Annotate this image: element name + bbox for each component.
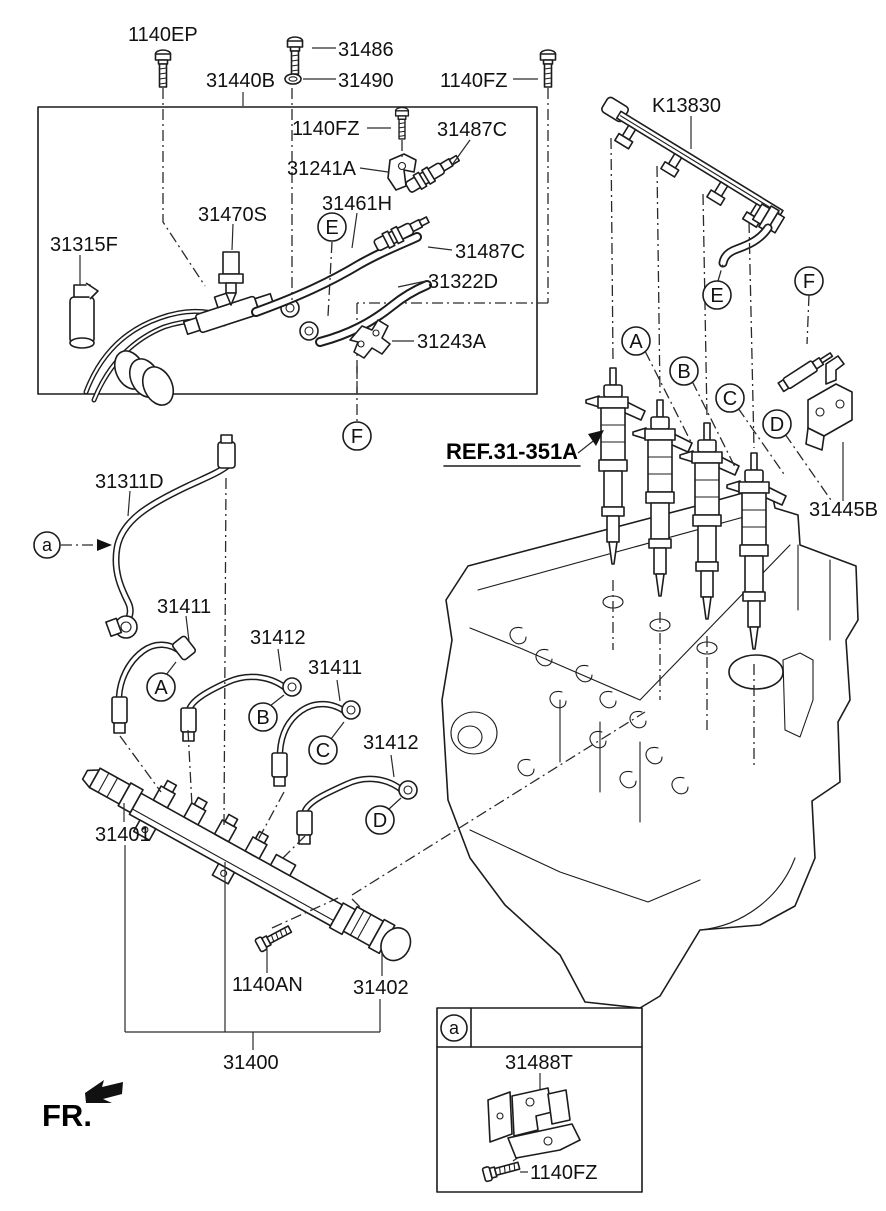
- label-1140fz-inner: 1140FZ: [292, 118, 359, 140]
- callout-d-mid-letter: D: [373, 810, 387, 832]
- group-bracket-31400: [124, 845, 381, 1050]
- callout-e-box: E: [317, 212, 347, 242]
- callout-f-right-letter: F: [803, 271, 815, 293]
- callout-b-right: B: [669, 356, 699, 386]
- pipe-31412-d: [296, 775, 418, 845]
- label-31486: 31486: [338, 39, 394, 61]
- label-31470s: 31470S: [198, 204, 267, 226]
- label-31411-c: 31411: [308, 657, 362, 679]
- glow-plug-rail-k13830: [601, 96, 786, 268]
- fuel-rail-31400: [81, 767, 364, 937]
- hose-31461h: [251, 232, 422, 317]
- callout-f-box: F: [342, 421, 372, 451]
- glow-plug: [777, 352, 834, 393]
- hose-31322d: [315, 280, 432, 347]
- callout-a-right: A: [621, 326, 651, 356]
- bolt-1140ep: [154, 49, 172, 88]
- label-31440b: 31440B: [206, 70, 275, 92]
- label-31412-b: 31412: [250, 627, 306, 649]
- label-31401: 31401: [95, 824, 151, 846]
- callout-d-mid: D: [365, 805, 395, 835]
- callout-a-small-legend: a: [440, 1014, 468, 1042]
- callout-b-right-letter: B: [677, 361, 690, 383]
- label-ref-31-351a: REF.31-351A: [446, 439, 578, 464]
- bracket-31445b: [805, 355, 853, 451]
- callout-a-small-pointer: a: [33, 531, 61, 559]
- label-31402: 31402: [353, 977, 409, 999]
- label-31243a: 31243A: [417, 331, 487, 353]
- callout-c-mid-letter: C: [316, 740, 330, 762]
- callout-f-box-letter: F: [351, 426, 363, 448]
- label-31487c-lower: 31487C: [455, 241, 525, 263]
- label-31487c-upper: 31487C: [437, 119, 507, 141]
- washer-31490: [284, 73, 302, 85]
- engine-block: [441, 488, 859, 1009]
- label-31241a: 31241A: [287, 158, 357, 180]
- pipe-31411-a: [111, 635, 197, 734]
- callout-f-right: F: [794, 266, 824, 296]
- bracket-31243a: [349, 319, 391, 359]
- label-31315f: 31315F: [50, 234, 118, 256]
- front-direction-arrow: [85, 1080, 123, 1103]
- callout-d-right: D: [762, 409, 792, 439]
- callout-c-right: C: [715, 383, 745, 413]
- callout-c-mid: C: [308, 735, 338, 765]
- callout-a-right-letter: A: [629, 331, 643, 353]
- bolt-1140fz-top-right: [539, 49, 557, 88]
- label-fr: FR.: [42, 1098, 92, 1133]
- bolt-1140fz-inner: [394, 106, 410, 140]
- regulator-31402: [342, 905, 412, 962]
- label-31400: 31400: [223, 1052, 279, 1074]
- injector-4: [726, 452, 787, 650]
- pipe-31311d: [105, 434, 236, 639]
- label-31488t: 31488T: [505, 1052, 573, 1074]
- callout-d-right-letter: D: [770, 414, 784, 436]
- label-31411-a: 31411: [157, 596, 211, 618]
- fuel-temp-sensor-31470s: [218, 251, 244, 306]
- label-31322d: 31322D: [428, 271, 498, 293]
- label-31445b: 31445B: [809, 499, 878, 521]
- label-31490: 31490: [338, 70, 394, 92]
- bolt-31486: [286, 36, 304, 75]
- callout-a-mid-letter: A: [154, 677, 168, 699]
- label-1140fz-top: 1140FZ: [440, 70, 507, 92]
- callout-a-small-legend-letter: a: [449, 1018, 460, 1038]
- label-1140ep: 1140EP: [128, 24, 198, 46]
- label-1140fz-legend: 1140FZ: [530, 1162, 597, 1184]
- bracket-31241a: [387, 153, 417, 191]
- bracket-31488t: [487, 1087, 581, 1159]
- callout-c-right-letter: C: [723, 388, 737, 410]
- callout-b-mid: B: [248, 702, 278, 732]
- callout-b-mid-letter: B: [256, 707, 269, 729]
- label-31412-d: 31412: [363, 732, 419, 754]
- pointer-arrows: [97, 430, 604, 551]
- callout-circles: E F A B C D E F: [33, 212, 824, 1042]
- leader-lines: [79, 47, 844, 1173]
- callout-e-box-letter: E: [325, 217, 338, 239]
- legend-box: [436, 1007, 643, 1193]
- callout-a-small-pointer-letter: a: [42, 535, 53, 555]
- fuel-line-valve-31315f: [69, 282, 99, 349]
- callout-e-right-letter: E: [710, 285, 723, 307]
- label-31461h: 31461H: [322, 193, 392, 215]
- label-31311d: 31311D: [95, 471, 164, 493]
- injector-2: [632, 399, 693, 597]
- pipe-31412-b: [180, 673, 302, 742]
- part-labels: 1140EP 31440B 31486 31490 1140FZ K13830 …: [42, 24, 878, 1184]
- label-1140an: 1140AN: [232, 974, 303, 996]
- callout-e-right: E: [702, 280, 732, 310]
- injector-1: [585, 367, 646, 565]
- bolt-1140fz-legend: [481, 1158, 522, 1183]
- pipe-31411-c: [271, 700, 361, 787]
- banjo-fittings: [280, 298, 319, 341]
- label-k13830: K13830: [652, 95, 721, 117]
- callout-a-mid: A: [146, 672, 176, 702]
